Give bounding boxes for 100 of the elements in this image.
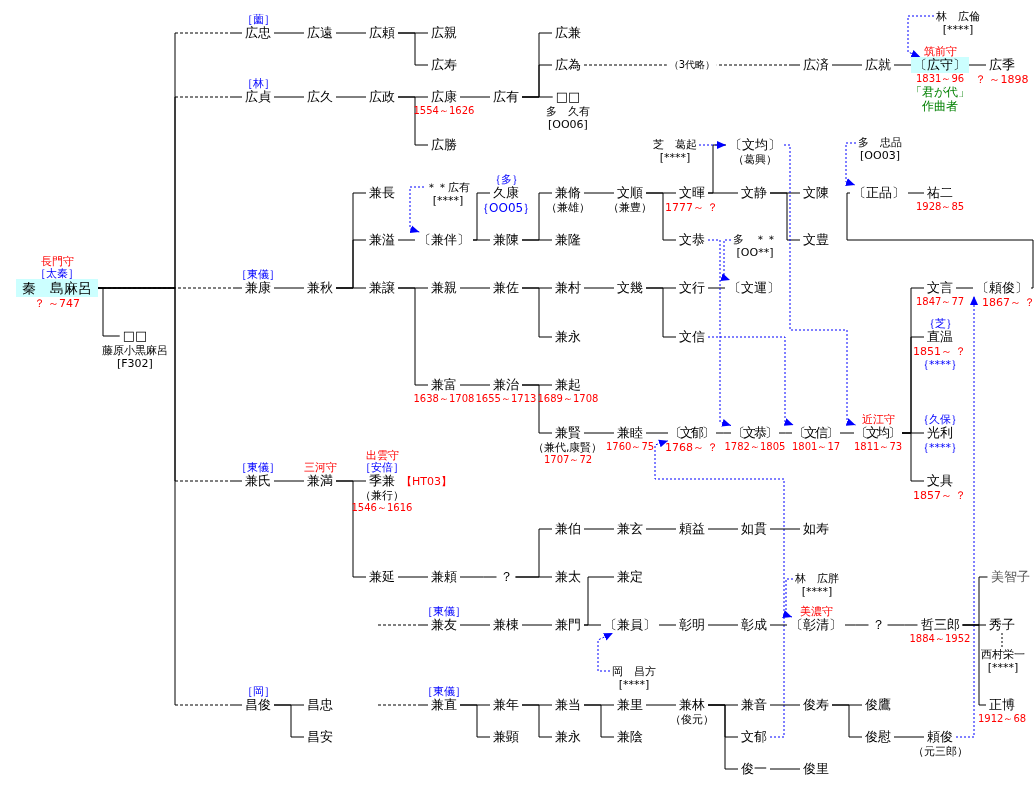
annotation-text: 1857～ ？ [913, 489, 967, 502]
connector-line [645, 704, 677, 706]
connector-line [839, 432, 855, 434]
annotation-text: ｛久保｝ [918, 413, 962, 426]
note-text: 林 広倫 [936, 10, 980, 23]
person-name: 広就 [862, 57, 894, 73]
note-text: [****] [941, 23, 975, 36]
person-name: 文豊 [800, 232, 832, 248]
person-name: 広済 [800, 57, 832, 73]
person-name: 文言 [924, 280, 956, 296]
adoption-arrow [907, 15, 935, 58]
adoption-arrow [955, 295, 978, 738]
person-name: 広貞 [242, 89, 274, 105]
person-name: 兼佐 [490, 280, 522, 296]
person-name: 兼当 [552, 697, 584, 713]
connector-line [715, 432, 732, 434]
person-name: 兼直 [428, 697, 460, 713]
person-name: 〔文郁〕 [668, 425, 716, 441]
person-name: 文行 [676, 280, 708, 296]
person-name: 俊慰 [862, 729, 894, 745]
person-name: 文陳 [800, 185, 832, 201]
connector-line [459, 704, 491, 738]
connector-line [397, 239, 416, 241]
person-name: 彰成 [738, 617, 770, 633]
connector-line [521, 96, 554, 98]
note-text: [****] [986, 661, 1020, 674]
person-name: 広兼 [552, 25, 584, 41]
connector-line [962, 624, 987, 706]
person-name: 光利 [924, 425, 956, 441]
note-text: [****] [800, 585, 834, 598]
annotation-text: ［安倍］ [360, 461, 404, 474]
annotation-text: ［東儀］ [422, 605, 466, 618]
annotation-text: （兼代,康賢） [533, 441, 603, 454]
person-name: 〔文信〕 [792, 425, 840, 441]
connector-line [901, 432, 925, 482]
annotation-text: ｛多｝ [489, 173, 523, 186]
person-name: 兼溢 [366, 232, 398, 248]
person-name: 〔文均〕 [854, 425, 902, 441]
person-name: 昌俊 [242, 697, 274, 713]
person-name: 兼陳 [490, 232, 522, 248]
person-name: 祐二 [924, 185, 956, 201]
connector-line [778, 432, 793, 434]
connector-line [707, 624, 739, 626]
annotation-text: ［岡］ [241, 685, 275, 698]
connector-line [335, 480, 367, 578]
person-name: 〔兼員〕 [601, 617, 659, 633]
person-name: 兼頼 [428, 569, 460, 585]
connector-line [707, 287, 726, 289]
person-name: 久康 [490, 185, 522, 201]
person-name: 昌安 [304, 729, 336, 745]
person-name: 文郁 [738, 729, 770, 745]
connector-line [887, 624, 918, 626]
note-text: 岡 昌方 [612, 665, 656, 678]
note-text: [****] [658, 151, 692, 164]
connector-line [515, 576, 553, 578]
person-name: 広忠 [242, 25, 274, 41]
connector-line [335, 287, 367, 289]
person-name: ？ [496, 569, 516, 585]
connector-line [459, 384, 491, 386]
annotation-text: 【HT03】 [401, 474, 452, 488]
annotation-text: 1851～ ？ [913, 345, 967, 358]
connector-line [583, 528, 615, 530]
person-name: 広政 [366, 89, 398, 105]
person-name: 俊一 [738, 761, 770, 777]
annotation-text: 「君が代」作曲者 [908, 85, 971, 113]
annotation-text: 1928～85 [916, 201, 965, 213]
person-name: 兼治 [490, 377, 522, 393]
adoption-arrow [845, 142, 857, 186]
person-name: 広有 [490, 89, 522, 105]
connector-line [645, 432, 669, 434]
connector-line [583, 287, 615, 289]
annotation-text: ［東儀］ [236, 268, 280, 281]
connector-line [273, 704, 305, 738]
person-name: 哲三郎 [917, 617, 963, 633]
connector-line [521, 624, 553, 626]
connector-line [335, 96, 367, 98]
connector-line [397, 32, 429, 66]
connector-line [893, 64, 912, 66]
connector-line [377, 704, 429, 706]
annotation-text: 1884～1952 [909, 633, 971, 645]
annotation-text: （兼雄） [546, 201, 590, 214]
connector-line [583, 432, 615, 434]
note-text: 多 忠品 [858, 136, 902, 149]
edge-label: （3代略） [666, 59, 718, 71]
person-name: 兼年 [490, 697, 522, 713]
person-name: 兼里 [614, 697, 646, 713]
note-text: ＊＊広有 [426, 181, 470, 194]
person-name: 彰明 [676, 617, 708, 633]
connector-line [844, 624, 869, 626]
person-name: 広久 [304, 89, 336, 105]
annotation-text: 1655～1713 [475, 393, 537, 405]
person-name: 兼村 [552, 280, 584, 296]
person-name: 文幾 [614, 280, 646, 296]
person-name: 広為 [552, 57, 584, 73]
adoption-arrow [707, 336, 794, 426]
person-name: 兼延 [366, 569, 398, 585]
connector-line [273, 287, 305, 289]
connector-line [397, 576, 429, 578]
annotation-text: 1707～72 [544, 454, 593, 466]
person-name: 兼富 [428, 377, 460, 393]
